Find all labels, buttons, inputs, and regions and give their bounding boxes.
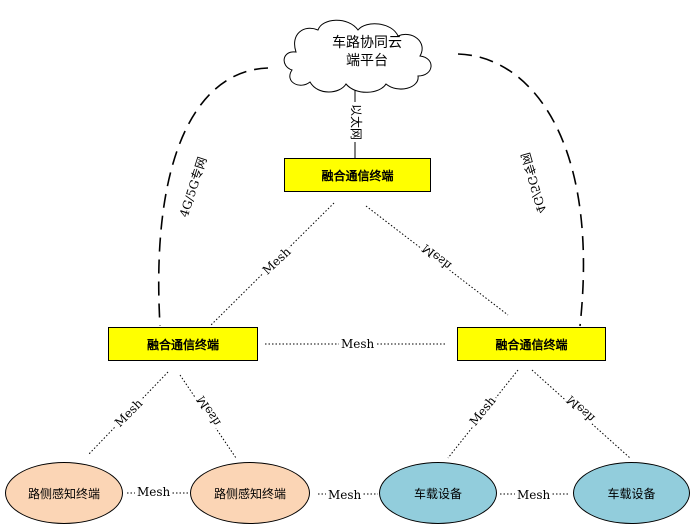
- mesh-label-sensor1-sensor2: Mesh: [135, 485, 173, 499]
- fusion-terminal-right: 融合通信终端: [457, 327, 606, 361]
- cloud-label-line2: 端平台: [346, 53, 388, 69]
- fusion-terminal-top: 融合通信终端: [284, 158, 431, 192]
- mesh-label-sensor2-vehicle1: Mesh: [326, 488, 364, 502]
- cloud-platform-label: 车路协同云 端平台: [312, 34, 422, 70]
- private-net-left-arc: [157, 67, 269, 327]
- vehicle-device-1: 车载设备: [379, 462, 497, 524]
- mesh-label-left-right: Mesh: [339, 337, 377, 351]
- ethernet-label: 以太网: [349, 101, 364, 143]
- mesh-link-top-left: [209, 202, 335, 327]
- private-net-right-arc: [457, 53, 585, 327]
- roadside-sensor-terminal-1: 路侧感知终端: [5, 462, 123, 524]
- cloud-label-line1: 车路协同云: [332, 35, 402, 51]
- roadside-sensor-terminal-2: 路侧感知终端: [190, 462, 310, 524]
- vehicle-device-2: 车载设备: [573, 462, 690, 524]
- mesh-label-vehicle1-vehicle2: Mesh: [515, 488, 553, 502]
- mesh-link-right-vehicle2: [531, 369, 631, 459]
- cloud-shape: [283, 19, 432, 93]
- fusion-terminal-left: 融合通信终端: [108, 327, 258, 361]
